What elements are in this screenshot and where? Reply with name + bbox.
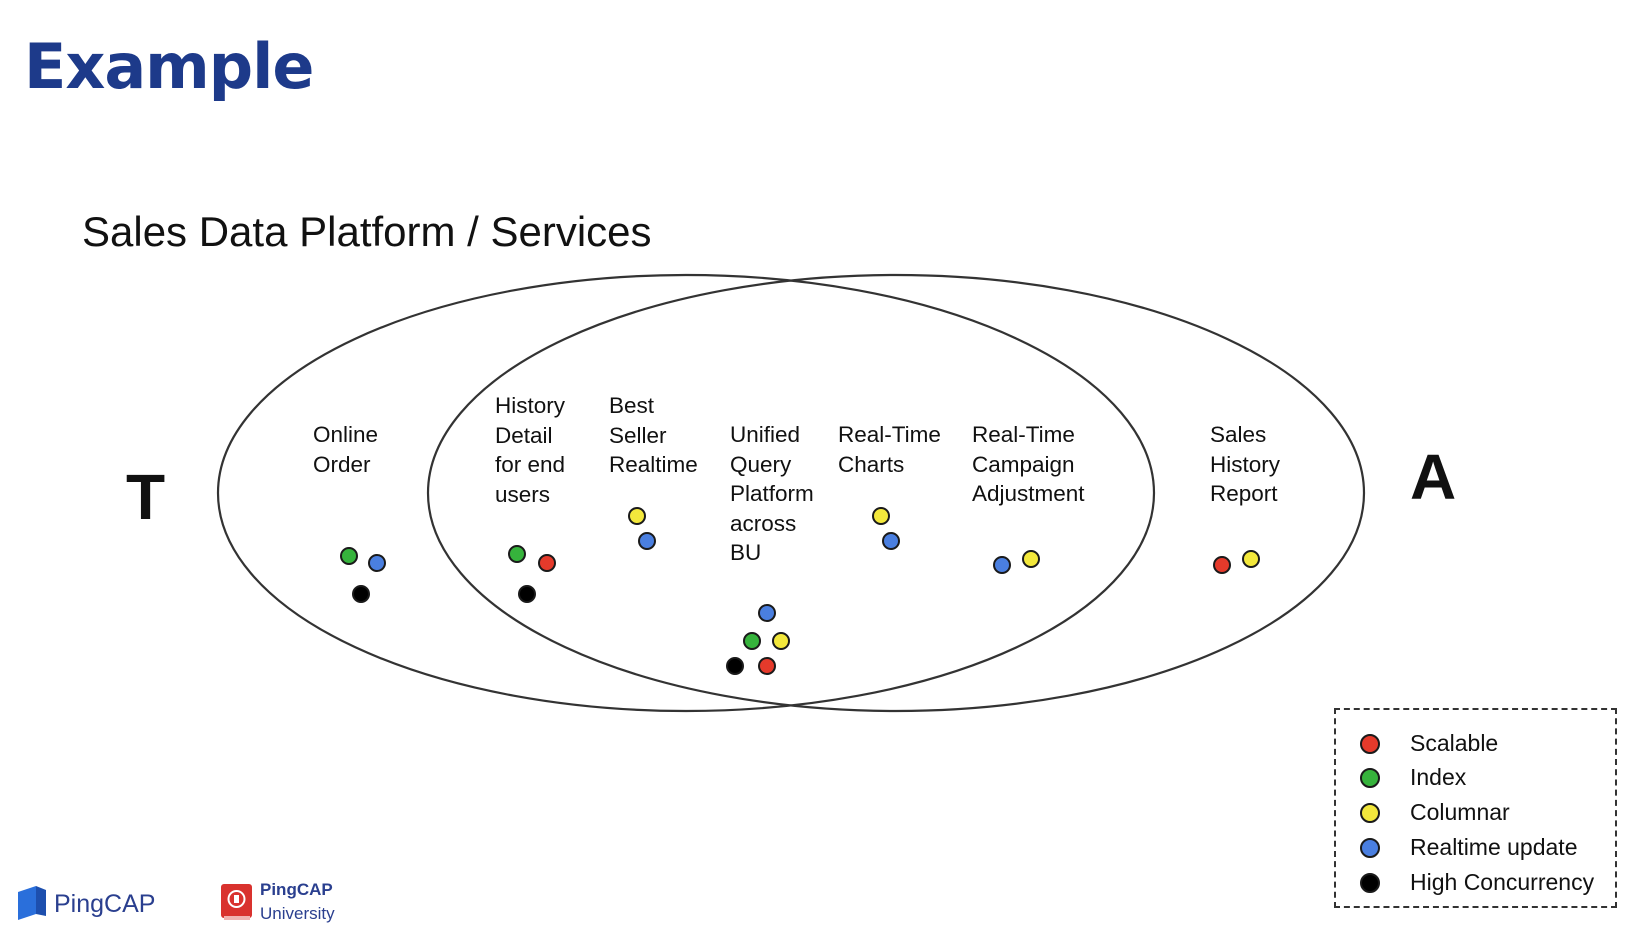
university-logo-line2: University [260,904,335,923]
dot-index [340,547,358,565]
legend-dot-high-concurrency [1360,873,1380,893]
service-label-sales-history: Sales History Report [1210,422,1281,506]
service-label-realtime-charts: Real-Time Charts [838,422,941,477]
pingcap-university-logo: PingCAP University [220,880,360,930]
legend-dot-index [1360,768,1380,788]
pingcap-logo: PingCAP [16,884,186,926]
legend-label-high-concurrency: High Concurrency [1410,869,1595,895]
slide-title: Example [24,30,314,103]
legend-item-scalable: Scalable [1336,729,1616,759]
dot-high-concurrency [726,657,744,675]
dot-scalable [1213,556,1231,574]
dot-scalable [538,554,556,572]
service-label-history-detail: History Detail for end users [495,393,566,507]
service-label-best-seller: Best Seller Realtime [609,393,698,477]
legend-dot-realtime-update [1360,838,1380,858]
service-label-unified-query: Unified Query Platform across BU [730,422,814,565]
legend-label-realtime-update: Realtime update [1410,834,1578,860]
dot-columnar [628,507,646,525]
dot-realtime-update [638,532,656,550]
legend-item-index: Index [1336,763,1616,793]
legend-item-realtime-update: Realtime update [1336,833,1616,863]
service-label-campaign-adjustment: Real-Time Campaign Adjustment [972,422,1085,506]
diagram-subtitle: Sales Data Platform / Services [82,208,652,255]
legend-dot-columnar [1360,803,1380,823]
legend-item-high-concurrency: High Concurrency [1336,868,1616,898]
dot-scalable [758,657,776,675]
pingcap-wordmark: PingCAP [54,890,156,918]
dot-columnar [772,632,790,650]
right-set-ellipse [426,273,1366,713]
legend-label-index: Index [1410,764,1467,790]
left-set-label: T [126,461,166,533]
dot-realtime-update [993,556,1011,574]
dot-realtime-update [758,604,776,622]
left-set-ellipse [216,273,1156,713]
legend-item-columnar: Columnar [1336,798,1616,828]
dot-index [508,545,526,563]
legend-label-columnar: Columnar [1410,799,1510,825]
dot-columnar [872,507,890,525]
right-set-label: A [1410,441,1457,513]
university-book-icon [221,884,252,920]
legend-box: Scalable Index Columnar Realtime update … [1334,708,1617,908]
legend-dot-scalable [1360,734,1380,754]
dot-realtime-update [882,532,900,550]
dot-realtime-update [368,554,386,572]
dot-columnar [1242,550,1260,568]
university-logo-line1: PingCAP [260,880,333,899]
dot-high-concurrency [518,585,536,603]
legend-label-scalable: Scalable [1410,730,1499,756]
service-label-online-order: Online Order [313,422,379,477]
dot-columnar [1022,550,1040,568]
pingcap-logo-icon [18,886,46,920]
dot-index [743,632,761,650]
dot-high-concurrency [352,585,370,603]
